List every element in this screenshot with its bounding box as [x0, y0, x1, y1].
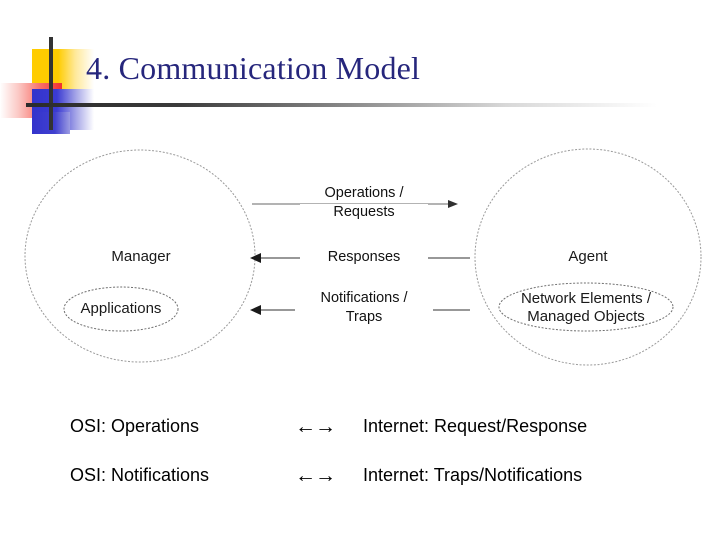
mapping-osi-term: OSI: Notifications	[70, 465, 210, 485]
agent-label: Agent	[568, 248, 608, 265]
flow-label-operations-line2: Requests	[300, 204, 428, 221]
flow-arrow-responses-head	[250, 253, 261, 263]
mapping-internet-term: Internet: Traps/Notifications	[363, 465, 583, 485]
flow-label-notifications-line1: Notifications /	[295, 290, 433, 307]
network-elements-ellipse	[498, 282, 674, 332]
mapping-row: OSI: Notifications ←→ Internet: Traps/No…	[70, 451, 690, 500]
flow-label-operations-line1: Operations /	[300, 185, 428, 202]
applications-ellipse	[63, 286, 179, 332]
flow-label-notifications-line2: Traps	[295, 309, 433, 326]
mapping-internet-term: Internet: Request/Response	[363, 416, 588, 436]
bidirectional-arrow-icon: ←→	[295, 463, 336, 487]
page-title: 4. Communication Model	[86, 50, 421, 86]
flow-arrow-operations-head	[448, 200, 458, 208]
agent-circle	[474, 148, 702, 366]
mapping-row: OSI: Operations ←→ Internet: Request/Res…	[70, 402, 690, 451]
mapping-osi-term: OSI: Operations	[70, 416, 200, 436]
network-elements-label-line2: Managed Objects	[527, 308, 645, 325]
flow-arrow-notifications-head	[250, 305, 261, 315]
bidirectional-arrow-icon: ←→	[295, 414, 336, 438]
applications-label: Applications	[80, 300, 162, 317]
flow-label-responses: Responses	[300, 249, 428, 266]
title-underline-rule	[26, 103, 712, 107]
protocol-mapping-list: OSI: Operations ←→ Internet: Request/Res…	[70, 402, 690, 500]
manager-label: Manager	[111, 248, 171, 265]
network-elements-label-line1: Network Elements /	[520, 290, 652, 307]
